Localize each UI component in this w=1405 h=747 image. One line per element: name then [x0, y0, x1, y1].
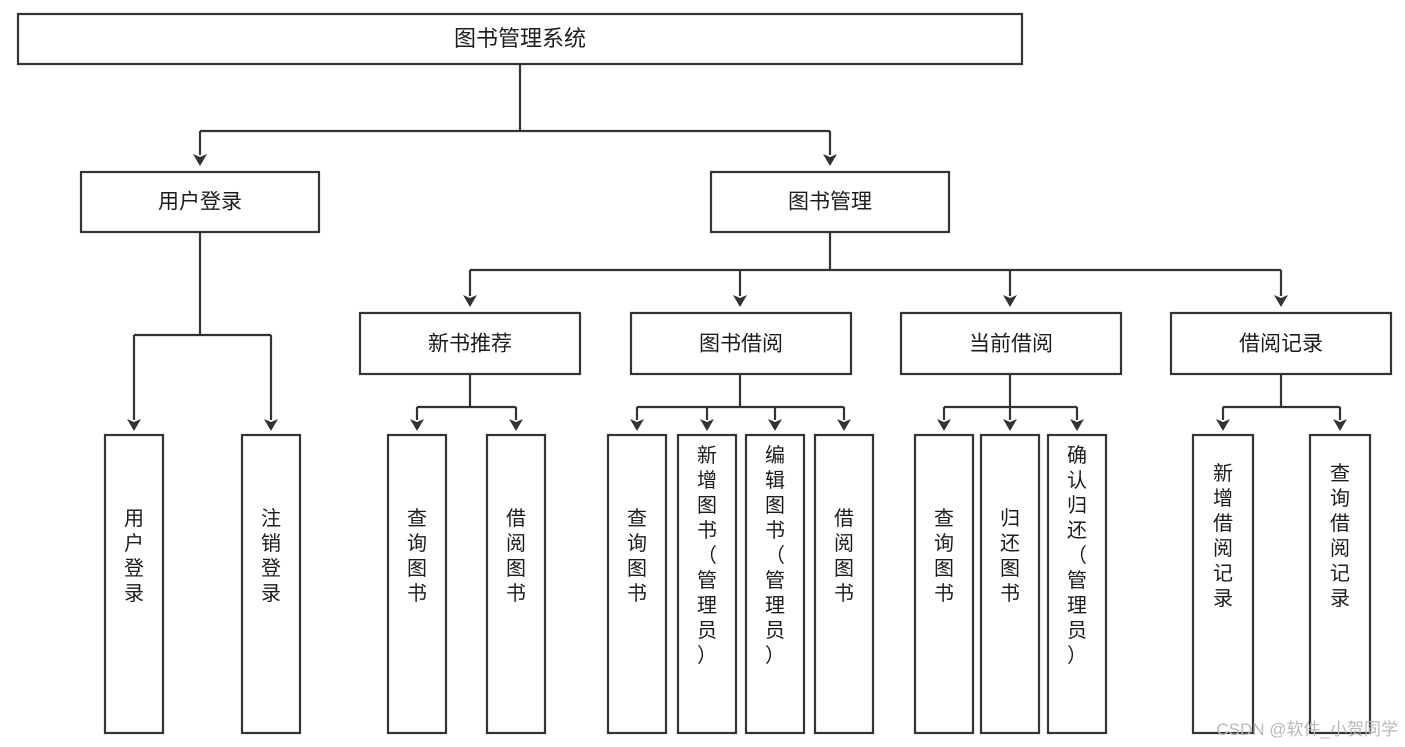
node-book-borrow[interactable]: 图书借阅 — [629, 311, 853, 376]
leaf-node-query-book-3-box[interactable] — [913, 433, 975, 735]
node-book-manage-box[interactable] — [709, 170, 951, 234]
node-borrow-record-box[interactable] — [1169, 311, 1393, 376]
leaf-node-logout[interactable]: 注销登录 — [240, 433, 302, 735]
leaf-node-return-book-box[interactable] — [979, 433, 1041, 735]
leaf-node-add-book-label: 新增图书（管理员） — [697, 444, 717, 667]
leaf-node-borrow-book-1-box[interactable] — [485, 433, 547, 735]
leaf-node-query-record-label: 查询借阅记录 — [1330, 462, 1350, 610]
leaf-node-borrow-book-2-label: 借阅图书 — [834, 507, 854, 605]
leaf-node-add-book[interactable]: 新增图书（管理员） — [676, 433, 738, 735]
leaf-node-query-book-1[interactable]: 查询图书 — [386, 433, 448, 735]
leaf-node-logout-box[interactable] — [240, 433, 302, 735]
leaf-node-edit-book[interactable]: 编辑图书（管理员） — [744, 433, 806, 735]
leaf-node-confirm-return-label: 确认归还（管理员） — [1067, 444, 1087, 667]
node-book-borrow-box[interactable] — [629, 311, 853, 376]
leaf-node-query-record[interactable]: 查询借阅记录 — [1308, 433, 1372, 735]
leaf-node-edit-book-label: 编辑图书（管理员） — [765, 444, 785, 667]
node-user-login-label: 用户登录 — [158, 191, 242, 214]
leaf-node-confirm-return[interactable]: 确认归还（管理员） — [1046, 433, 1108, 735]
node-user-login-box[interactable] — [79, 170, 321, 234]
leaf-node-query-book-2-box[interactable] — [606, 433, 668, 735]
node-root-label: 图书管理系统 — [454, 26, 586, 51]
node-root[interactable]: 图书管理系统 — [16, 12, 1024, 66]
leaf-node-query-record-box[interactable] — [1308, 433, 1372, 735]
node-borrow-record[interactable]: 借阅记录 — [1169, 311, 1393, 376]
leaf-node-add-record-label: 新增借阅记录 — [1213, 462, 1233, 610]
leaf-node-borrow-book-1[interactable]: 借阅图书 — [485, 433, 547, 735]
leaf-node-add-record[interactable]: 新增借阅记录 — [1191, 433, 1255, 735]
node-current-borrow-label: 当前借阅 — [969, 333, 1053, 356]
leaf-layer: 用户登录 注销登录 查询图书 借阅图书 查询图书 新增图书（管理员） 编辑图书（… — [103, 433, 1372, 735]
node-book-manage-label: 图书管理 — [788, 191, 872, 214]
leaf-node-query-book-3-label: 查询图书 — [934, 507, 954, 605]
leaf-node-query-book-2[interactable]: 查询图书 — [606, 433, 668, 735]
leaf-node-user-login-box[interactable] — [103, 433, 165, 735]
csdn-watermark: CSDN @软件_小贺同学 — [1216, 720, 1398, 739]
node-book-borrow-label: 图书借阅 — [699, 333, 783, 356]
leaf-node-borrow-book-2-box[interactable] — [813, 433, 875, 735]
leaf-node-borrow-book-2[interactable]: 借阅图书 — [813, 433, 875, 735]
leaf-node-return-book-label: 归还图书 — [1000, 507, 1020, 605]
leaf-node-user-login[interactable]: 用户登录 — [103, 433, 165, 735]
leaf-node-add-record-box[interactable] — [1191, 433, 1255, 735]
node-current-borrow-box[interactable] — [899, 311, 1123, 376]
leaf-node-borrow-book-1-label: 借阅图书 — [506, 507, 526, 605]
leaf-node-logout-label: 注销登录 — [261, 507, 281, 605]
leaf-node-user-login-label: 用户登录 — [124, 508, 144, 605]
leaf-node-add-book-box[interactable] — [676, 433, 738, 735]
node-new-book-recommend[interactable]: 新书推荐 — [358, 311, 582, 376]
node-borrow-record-label: 借阅记录 — [1239, 333, 1323, 356]
node-book-manage[interactable]: 图书管理 — [709, 170, 951, 234]
node-user-login[interactable]: 用户登录 — [79, 170, 321, 234]
node-new-book-recommend-box[interactable] — [358, 311, 582, 376]
node-root-box[interactable] — [16, 12, 1024, 66]
leaf-node-query-book-3[interactable]: 查询图书 — [913, 433, 975, 735]
leaf-node-query-book-2-label: 查询图书 — [627, 507, 647, 605]
node-current-borrow[interactable]: 当前借阅 — [899, 311, 1123, 376]
connector-layer — [127, 64, 1347, 431]
leaf-node-query-book-1-box[interactable] — [386, 433, 448, 735]
node-new-book-recommend-label: 新书推荐 — [428, 333, 512, 356]
leaf-node-confirm-return-box[interactable] — [1046, 433, 1108, 735]
leaf-node-return-book[interactable]: 归还图书 — [979, 433, 1041, 735]
leaf-node-query-book-1-label: 查询图书 — [407, 507, 427, 605]
leaf-node-edit-book-box[interactable] — [744, 433, 806, 735]
